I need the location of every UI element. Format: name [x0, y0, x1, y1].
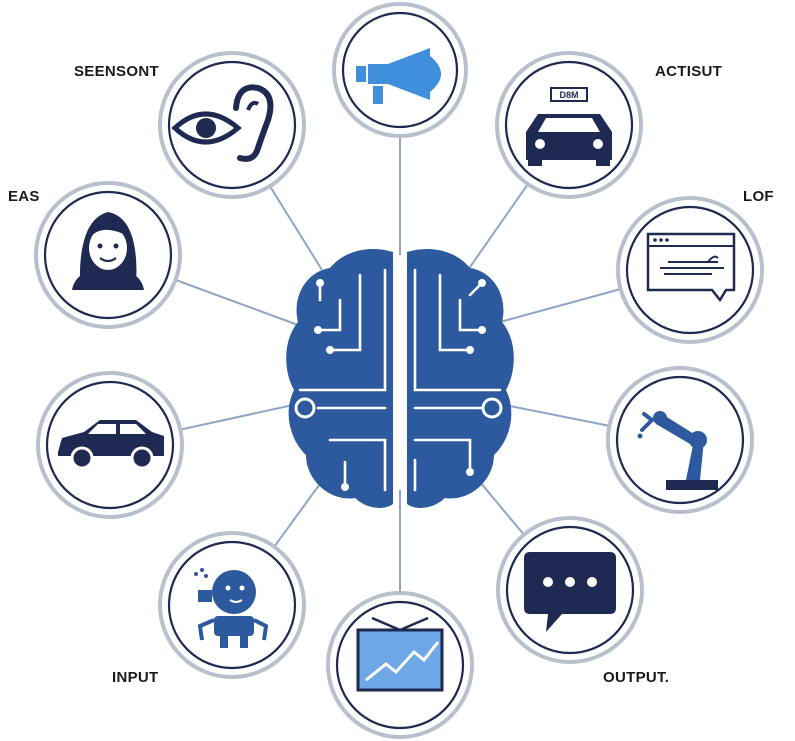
label-eas: EAS: [8, 188, 40, 205]
node-chat: [496, 516, 644, 664]
chat-bubble-icon: [524, 552, 616, 632]
node-chart: [326, 591, 474, 739]
node-robot-arm: [606, 366, 754, 514]
node-taxi: D8M: [495, 51, 643, 199]
robot-arm-icon: [637, 411, 718, 490]
person-avatar-icon: [72, 212, 144, 290]
brain-circuit-icon: [286, 248, 514, 508]
node-megaphone: [332, 2, 468, 138]
browser-window-icon: [646, 232, 736, 303]
taxi-icon: D8M: [526, 87, 612, 166]
megaphone-icon: [356, 48, 441, 104]
label-actuator: ACTISUT: [655, 63, 723, 80]
label-input: INPUT: [112, 669, 159, 686]
label-sensor: SEENSONT: [74, 63, 159, 80]
node-browser: [616, 196, 764, 344]
chart-monitor-icon: [356, 616, 444, 692]
label-lof: LOF: [743, 188, 774, 205]
node-sensor: [158, 51, 306, 199]
node-robot: [158, 531, 306, 679]
label-output: OUTPUT.: [603, 669, 670, 686]
taxi-badge-text: D8M: [559, 90, 578, 100]
node-car: [36, 371, 184, 519]
robot-character-icon: [194, 568, 269, 648]
node-person: [34, 181, 182, 329]
car-side-icon: [58, 420, 164, 470]
eye-ear-icon: [171, 84, 274, 162]
